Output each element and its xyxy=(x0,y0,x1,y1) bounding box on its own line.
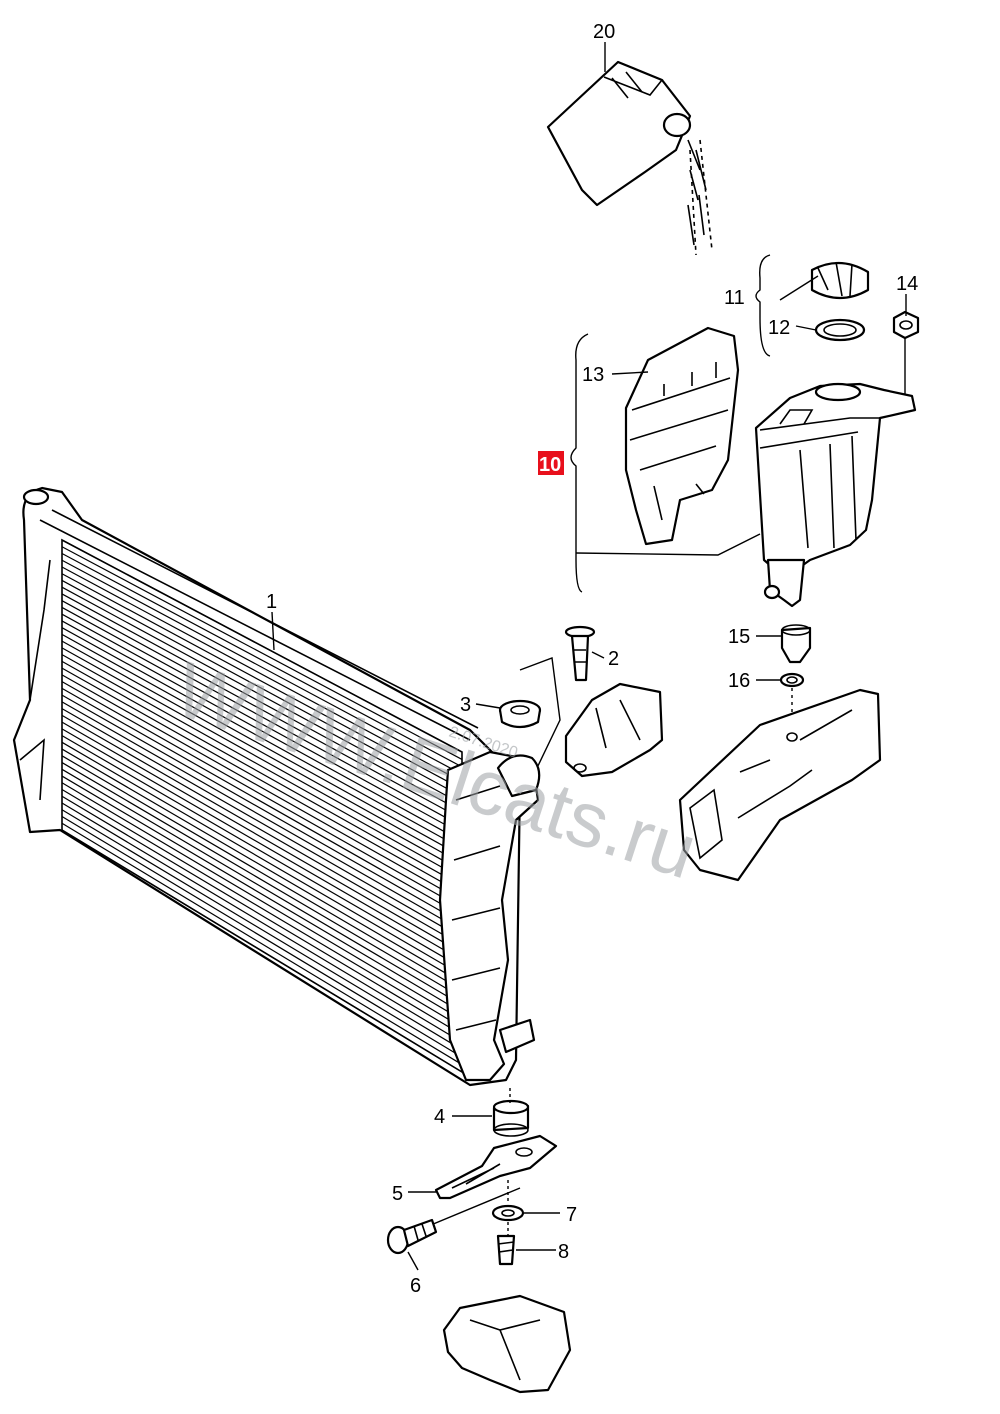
radiator-fin xyxy=(61,721,463,954)
radiator-fin xyxy=(61,559,463,775)
radiator-fin xyxy=(61,708,463,939)
callout-10-highlight xyxy=(538,451,564,475)
radiator-fin xyxy=(61,552,463,768)
radiator-fin xyxy=(61,620,463,842)
heat-shield xyxy=(624,326,740,546)
expansion-tank xyxy=(754,338,917,608)
radiator-fin xyxy=(61,829,463,1073)
plug-2 xyxy=(564,625,596,682)
bolt-6 xyxy=(386,1218,438,1255)
grommet-3 xyxy=(498,699,542,729)
radiator-fin xyxy=(61,748,463,984)
radiator-fin xyxy=(61,681,463,909)
callout-15: 15 xyxy=(728,626,750,648)
callout-14: 14 xyxy=(896,273,918,295)
radiator-fin xyxy=(61,640,463,865)
radiator-fin xyxy=(61,694,463,924)
radiator-fin xyxy=(61,687,463,917)
callout-11: 11 xyxy=(724,287,745,309)
radiator-fin xyxy=(61,822,463,1066)
radiator-fin xyxy=(61,775,463,1013)
screw-8 xyxy=(496,1234,516,1266)
radiator-fin xyxy=(61,613,463,835)
bracket-10 xyxy=(570,333,589,593)
radiator-fin xyxy=(61,647,463,872)
callout-4: 4 xyxy=(434,1106,445,1128)
leader-lines xyxy=(271,42,907,1271)
rubber-mount-4 xyxy=(492,1099,530,1137)
callout-1: 1 xyxy=(266,591,277,613)
radiator-fin xyxy=(61,735,463,969)
radiator-fin xyxy=(61,600,463,820)
radiator-fin xyxy=(61,627,463,850)
callout-10: 10 xyxy=(539,454,561,476)
callout-2: 2 xyxy=(608,648,619,670)
radiator-fin xyxy=(61,674,463,902)
callouts: 20 14 11 12 13 10 1 2 3 15 16 4 5 7 6 8 xyxy=(266,21,918,1297)
callout-8: 8 xyxy=(558,1241,569,1263)
radiator-fin xyxy=(61,660,463,887)
radiator xyxy=(12,486,541,1087)
radiator-fin xyxy=(61,714,463,947)
connector-15 xyxy=(780,624,812,664)
filler-cap xyxy=(810,261,870,342)
radiator-fin xyxy=(61,755,463,991)
radiator-fin xyxy=(61,815,463,1058)
callout-20: 20 xyxy=(593,21,615,43)
callout-12: 12 xyxy=(768,317,790,339)
radiator-fin xyxy=(61,802,463,1043)
radiator-fin xyxy=(61,633,463,857)
callout-3: 3 xyxy=(460,694,471,716)
callout-16: 16 xyxy=(728,670,750,692)
radiator-fin xyxy=(61,573,463,790)
radiator-fin xyxy=(61,741,463,976)
nut xyxy=(892,310,920,340)
radiator-fin xyxy=(61,728,463,961)
callout-13: 13 xyxy=(582,364,604,386)
callout-6: 6 xyxy=(410,1275,421,1297)
bracket-11 xyxy=(755,254,771,357)
callout-7: 7 xyxy=(566,1204,577,1226)
body-bracket xyxy=(678,688,882,882)
lower-bracket-5 xyxy=(434,1134,558,1200)
radiator-fin xyxy=(61,654,463,880)
bracket-10-line xyxy=(575,533,761,556)
radiator-fin xyxy=(61,701,463,932)
radiator-fin xyxy=(61,579,463,798)
radiator-fin xyxy=(61,539,463,753)
bracket-3 xyxy=(519,657,561,771)
washer-7 xyxy=(491,1204,525,1222)
radiator-fin xyxy=(61,809,463,1051)
radiator-fin xyxy=(61,762,463,999)
radiator-fin xyxy=(61,795,463,1036)
radiator-fin xyxy=(61,593,463,813)
radiator-fin xyxy=(61,768,463,1006)
radiator-fin xyxy=(61,586,463,805)
radiator-fin xyxy=(61,606,463,827)
lower-body-part xyxy=(442,1294,572,1394)
mount-bracket xyxy=(564,682,664,778)
radiator-fin xyxy=(61,667,463,894)
radiator-fin xyxy=(61,789,463,1028)
radiator-fin xyxy=(61,546,463,760)
coolant-canister xyxy=(546,60,713,256)
radiator-fin xyxy=(61,566,463,783)
radiator-fin xyxy=(61,782,463,1021)
washer-16 xyxy=(779,672,805,688)
callout-5: 5 xyxy=(392,1183,403,1205)
